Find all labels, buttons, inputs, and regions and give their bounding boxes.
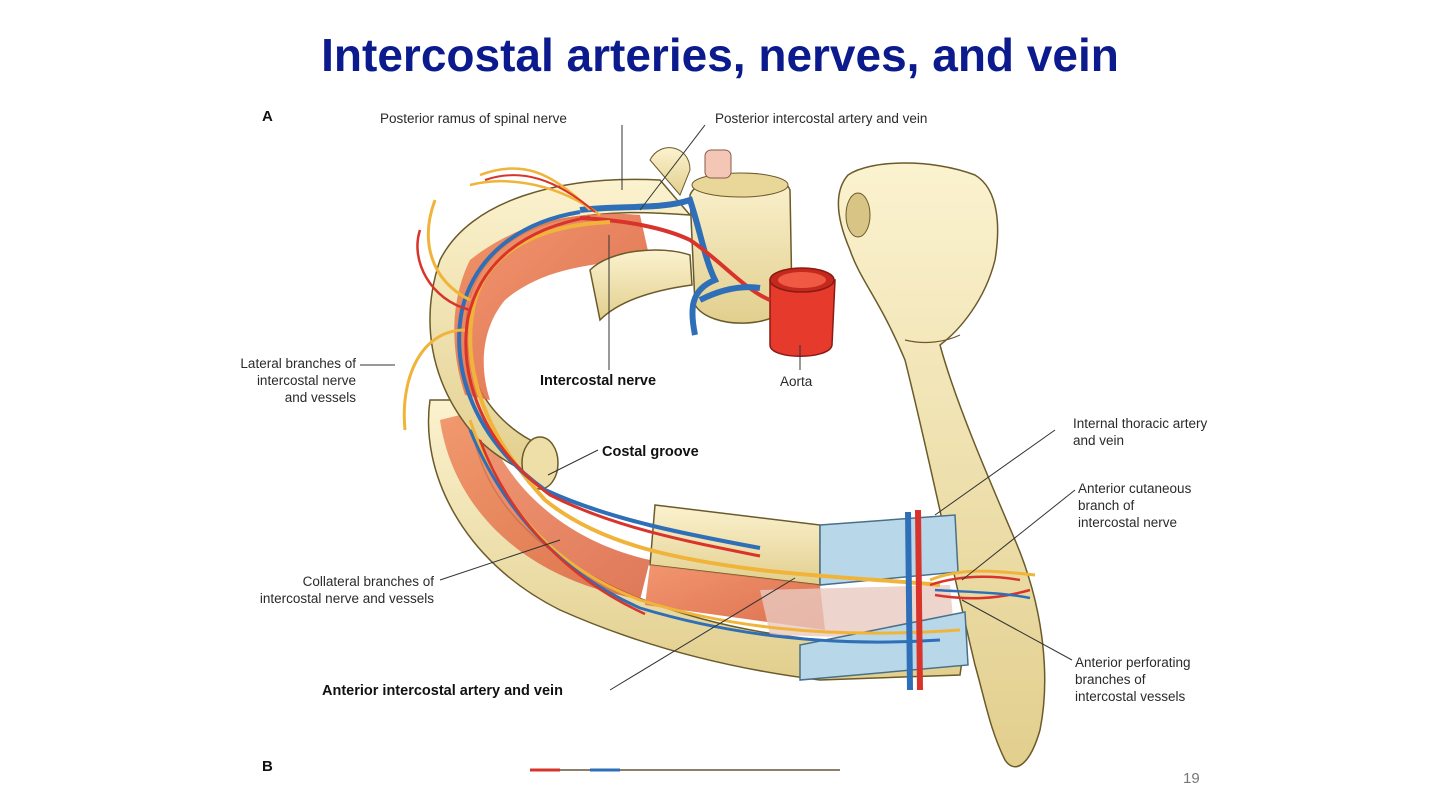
label-collateral-branches: Collateral branches of intercostal nerve… [259, 574, 434, 606]
panel-b-label: B [262, 758, 273, 775]
upper-intercostal-muscle [454, 213, 650, 400]
anterior-cutaneous-nerve [929, 569, 1036, 582]
aorta [769, 279, 836, 357]
lateral-nerve-branch-2 [402, 328, 466, 431]
panel-a-label: A [262, 108, 273, 125]
label-anterior-cutaneous: Anterior cutaneous branch of intercostal… [1078, 481, 1192, 530]
spinal-cord [704, 149, 732, 179]
lower-rib-muscle [440, 410, 650, 600]
sternal-notch-hole [845, 192, 871, 238]
internal-thoracic-artery [915, 509, 923, 691]
collateral-vein [468, 429, 941, 644]
label-lateral-branches: Lateral branches of intercostal nerve an… [240, 356, 356, 405]
anterior-perforating-branches [929, 575, 1031, 600]
label-aorta: Aorta [780, 374, 813, 389]
leader-lines [360, 124, 1076, 691]
collateral-artery [478, 439, 646, 616]
slide-title: Intercostal arteries, nerves, and vein [321, 29, 1119, 81]
intercostal-artery-course [464, 215, 761, 558]
intercostal-vein-course [457, 210, 761, 550]
upper-costal-cartilage [819, 514, 959, 586]
page-number: 19 [1183, 770, 1200, 787]
internal-thoracic-vein [905, 511, 913, 691]
label-internal-thoracic: Internal thoracic artery and vein [1073, 416, 1208, 448]
label-costal-groove: Costal groove [602, 444, 699, 460]
label-posterior-intercostal: Posterior intercostal artery and vein [715, 111, 928, 126]
posterior-intercostal-vein [579, 196, 720, 336]
label-anterior-intercostal: Anterior intercostal artery and vein [322, 683, 563, 699]
vertebral-disc-top [691, 172, 789, 198]
label-anterior-perforating: Anterior perforating branches of interco… [1075, 655, 1191, 704]
lateral-nerve-branch-1 [427, 199, 471, 302]
azygos-branch [698, 284, 761, 303]
lateral-artery-branch [416, 229, 471, 312]
sternal-angle-line [904, 334, 961, 344]
sternum [837, 162, 1046, 768]
transverse-process [589, 249, 693, 322]
label-intercostal-nerve: Intercostal nerve [540, 373, 657, 389]
label-posterior-ramus: Posterior ramus of spinal nerve [380, 111, 567, 126]
